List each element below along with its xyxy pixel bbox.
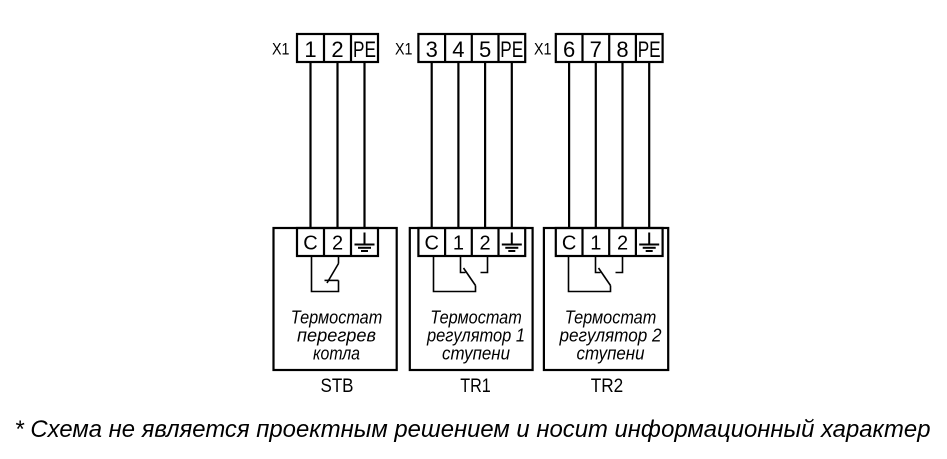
svg-text:STB: STB (321, 376, 354, 397)
svg-text:регулятор 2: регулятор 2 (559, 326, 662, 346)
svg-text:PE: PE (353, 37, 376, 62)
svg-text:7: 7 (590, 37, 602, 62)
svg-text:C: C (303, 233, 317, 255)
svg-text:перегрев: перегрев (297, 326, 376, 346)
svg-text:2: 2 (332, 233, 343, 255)
svg-text:регулятор 1: регулятор 1 (426, 326, 525, 346)
svg-text:2: 2 (480, 233, 491, 255)
svg-text:Термостат: Термостат (430, 308, 522, 328)
svg-text:5: 5 (479, 37, 491, 62)
svg-text:Термостат: Термостат (565, 308, 657, 328)
svg-text:X1: X1 (395, 41, 413, 59)
svg-text:8: 8 (616, 37, 628, 62)
svg-text:6: 6 (563, 37, 575, 62)
svg-text:1: 1 (590, 233, 601, 255)
svg-text:TR1: TR1 (460, 376, 491, 397)
svg-text:1: 1 (453, 233, 464, 255)
svg-text:1: 1 (304, 37, 316, 62)
svg-text:PE: PE (638, 37, 661, 62)
svg-text:котла: котла (313, 343, 360, 363)
svg-text:C: C (424, 233, 438, 255)
svg-text:2: 2 (617, 233, 628, 255)
svg-text:* Схема не является проектным: * Схема не является проектным решением и… (15, 416, 931, 443)
svg-text:4: 4 (452, 37, 464, 62)
svg-text:PE: PE (500, 37, 523, 62)
svg-text:Термостат: Термостат (291, 308, 383, 328)
svg-text:C: C (562, 233, 576, 255)
svg-text:3: 3 (426, 37, 438, 62)
svg-text:ступени: ступени (442, 343, 510, 363)
svg-text:ступени: ступени (577, 343, 645, 363)
svg-text:2: 2 (331, 37, 343, 62)
svg-text:TR2: TR2 (591, 376, 624, 397)
svg-text:X1: X1 (534, 41, 552, 59)
svg-text:X1: X1 (272, 41, 290, 59)
